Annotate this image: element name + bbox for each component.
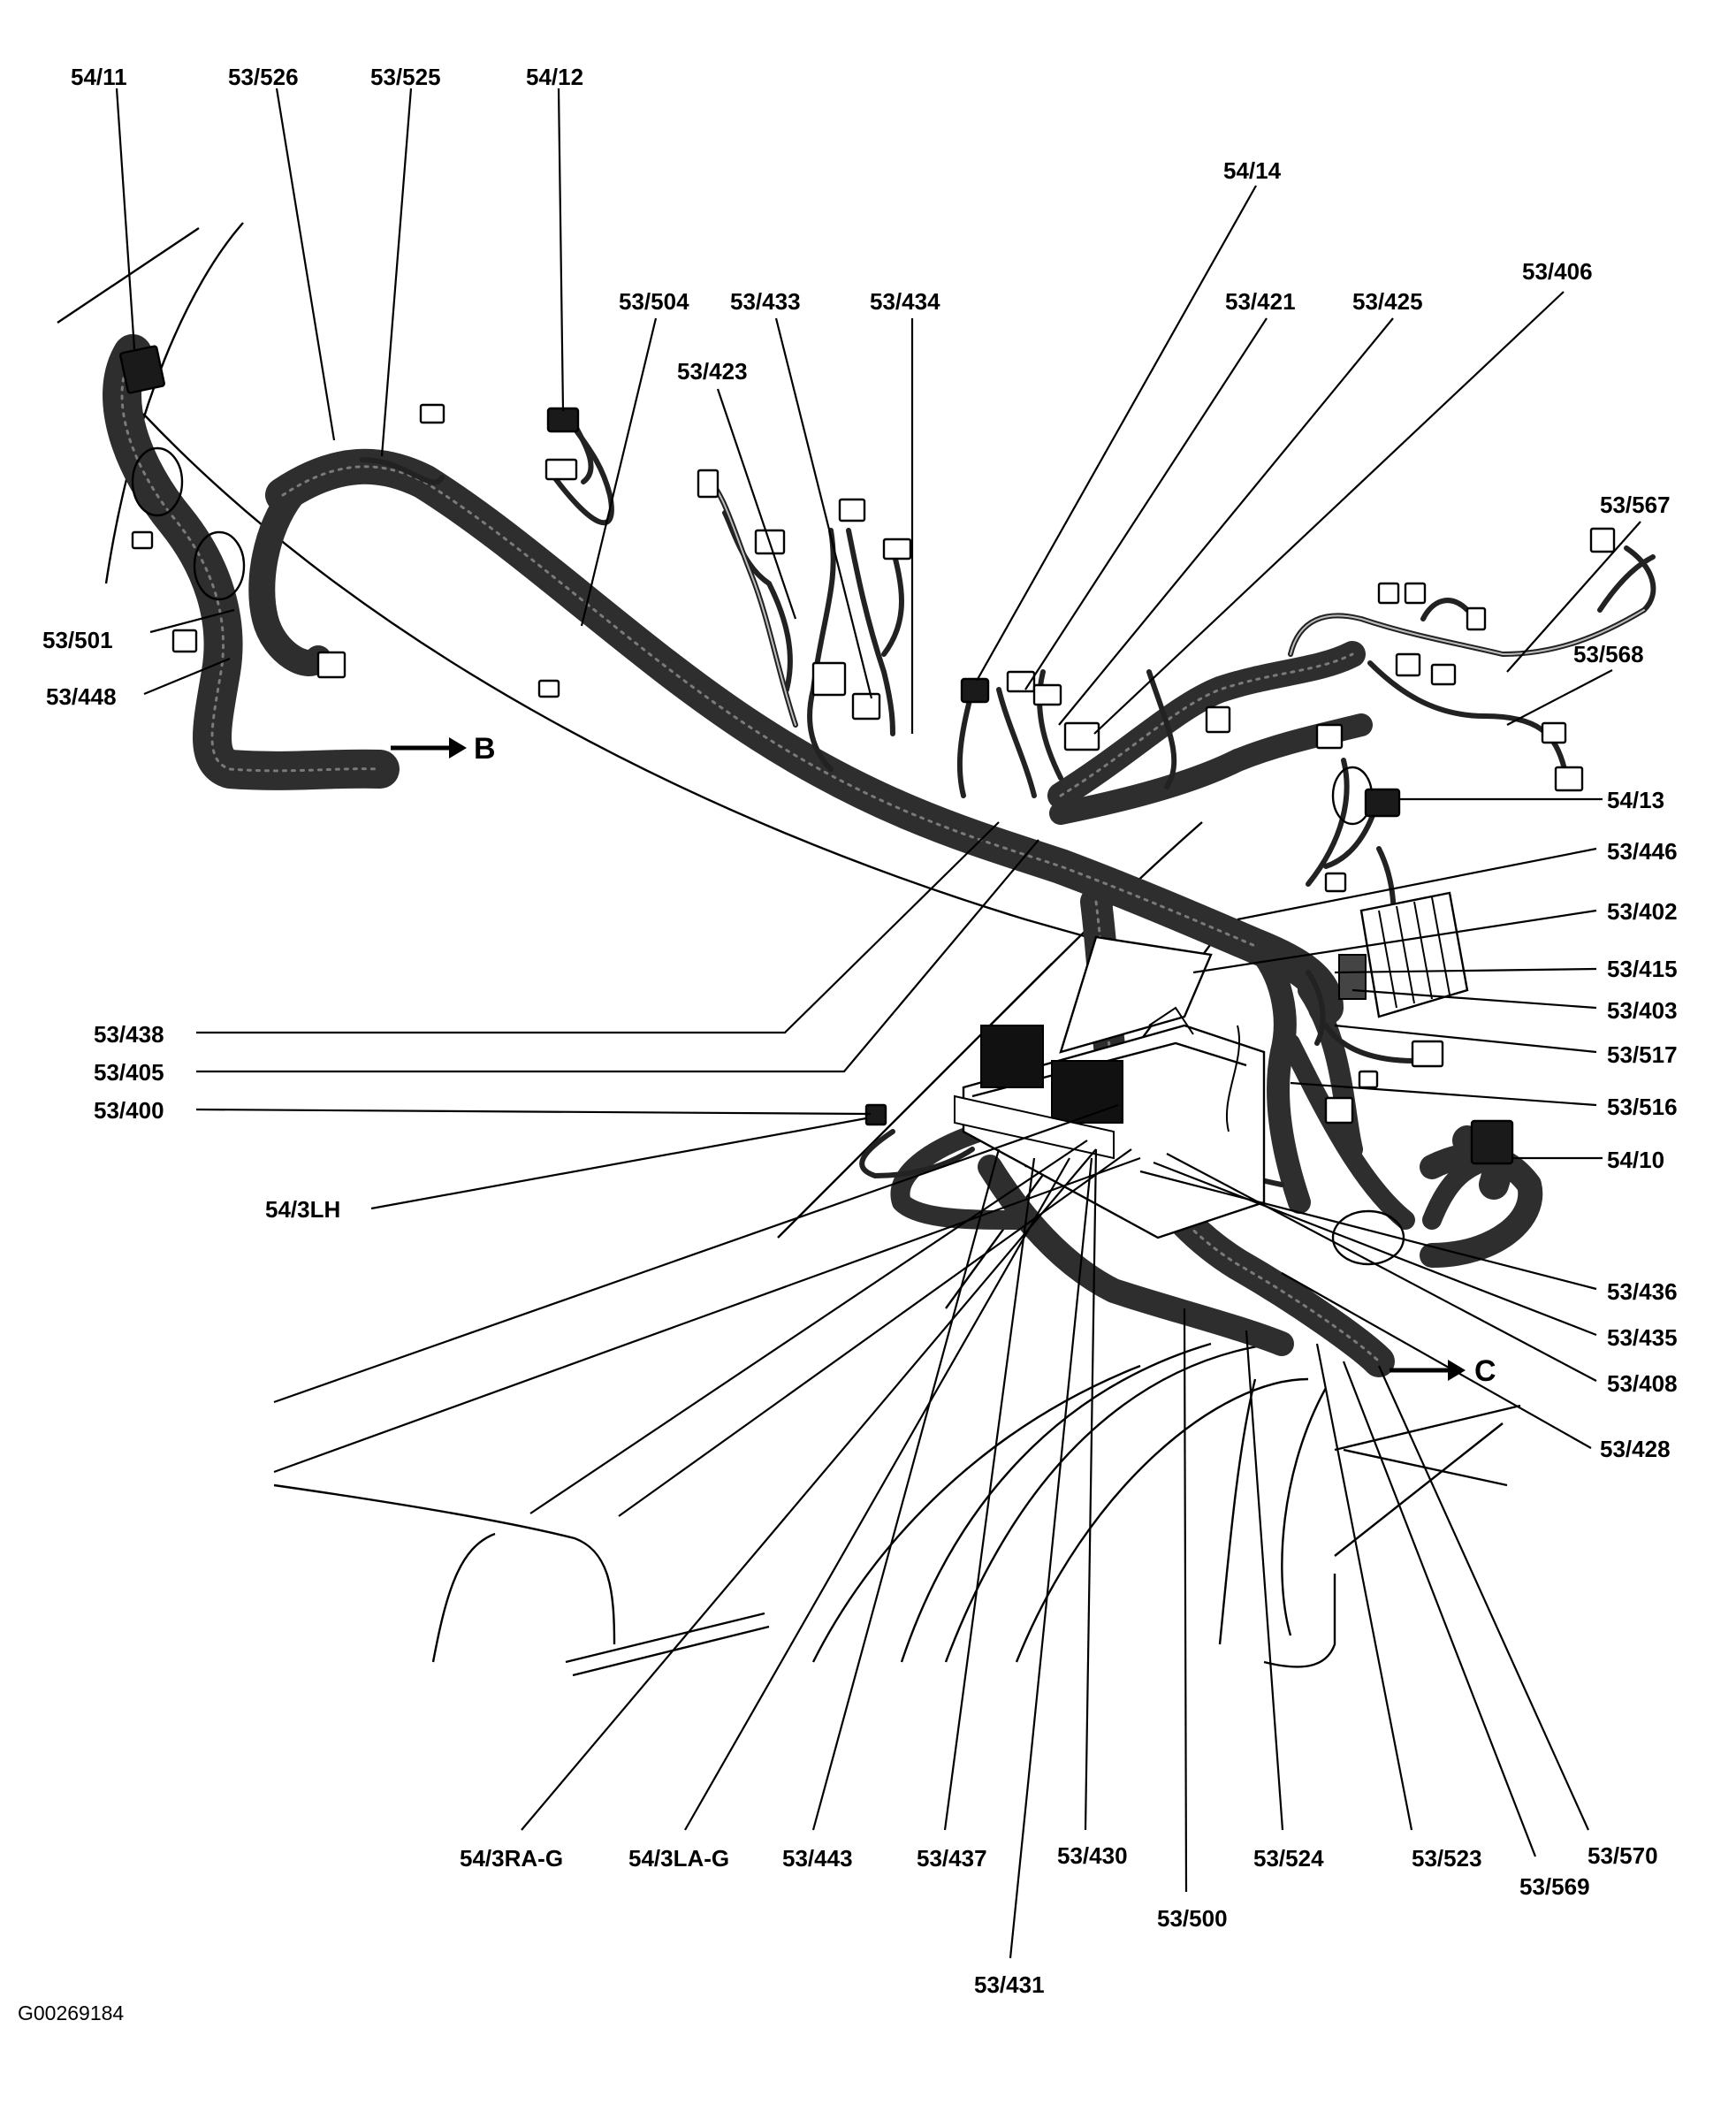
arrow-b-label: B bbox=[474, 732, 496, 766]
label-53-517: 53/517 bbox=[1607, 1041, 1678, 1068]
label-53-406: 53/406 bbox=[1522, 258, 1593, 285]
branch-wires bbox=[360, 413, 1656, 1187]
label-53-430: 53/430 bbox=[1057, 1842, 1128, 1869]
label-53-421: 53/421 bbox=[1225, 288, 1296, 315]
label-54-13: 54/13 bbox=[1607, 787, 1664, 813]
label-53-501: 53/501 bbox=[42, 627, 113, 653]
label-53-523: 53/523 bbox=[1412, 1845, 1482, 1872]
label-53-428: 53/428 bbox=[1600, 1436, 1671, 1462]
label-53-443: 53/443 bbox=[782, 1845, 853, 1872]
label-53-402: 53/402 bbox=[1607, 898, 1678, 925]
label-53-415: 53/415 bbox=[1607, 956, 1678, 982]
label-53-525: 53/525 bbox=[370, 64, 441, 90]
label-53-436: 53/436 bbox=[1607, 1278, 1678, 1305]
label-54-12: 54/12 bbox=[526, 64, 583, 90]
label-53-567: 53/567 bbox=[1600, 492, 1671, 518]
label-53-431: 53/431 bbox=[974, 1971, 1045, 1998]
label-53-405: 53/405 bbox=[94, 1059, 164, 1086]
label-53-500: 53/500 bbox=[1157, 1905, 1228, 1932]
arrow-c-label: C bbox=[1474, 1354, 1496, 1388]
label-53-425: 53/425 bbox=[1352, 288, 1423, 315]
label-53-434: 53/434 bbox=[870, 288, 940, 315]
label-53-400: 53/400 bbox=[94, 1097, 164, 1124]
label-53-446: 53/446 bbox=[1607, 838, 1678, 865]
label-53-433: 53/433 bbox=[730, 288, 801, 315]
label-53-569: 53/569 bbox=[1519, 1873, 1590, 1900]
label-54-3ra-g: 54/3RA-G bbox=[460, 1845, 563, 1872]
connectors bbox=[119, 345, 1616, 1165]
label-53-438: 53/438 bbox=[94, 1021, 164, 1048]
label-53-516: 53/516 bbox=[1607, 1094, 1678, 1120]
leader-lines bbox=[115, 88, 1641, 1959]
label-54-3la-g: 54/3LA-G bbox=[628, 1845, 729, 1872]
label-53-568: 53/568 bbox=[1573, 641, 1644, 667]
label-53-403: 53/403 bbox=[1607, 997, 1678, 1024]
label-53-423: 53/423 bbox=[677, 358, 748, 385]
diagram-id: G00269184 bbox=[18, 2001, 124, 2024]
label-53-526: 53/526 bbox=[228, 64, 299, 90]
relay-box bbox=[1338, 891, 1469, 1018]
label-53-570: 53/570 bbox=[1588, 1842, 1658, 1869]
label-53-408: 53/408 bbox=[1607, 1370, 1678, 1397]
arrow-b: B bbox=[391, 732, 496, 766]
label-54-11: 54/11 bbox=[71, 64, 127, 90]
label-53-524: 53/524 bbox=[1253, 1845, 1324, 1872]
component-labels: 54/11 53/526 53/525 54/12 54/14 53/504 5… bbox=[42, 64, 1678, 1998]
label-53-437: 53/437 bbox=[917, 1845, 987, 1872]
label-54-10: 54/10 bbox=[1607, 1147, 1664, 1173]
label-53-435: 53/435 bbox=[1607, 1324, 1678, 1351]
label-53-448: 53/448 bbox=[46, 683, 117, 710]
label-53-504: 53/504 bbox=[619, 288, 689, 315]
label-54-14: 54/14 bbox=[1223, 157, 1282, 184]
arrow-c: C bbox=[1390, 1354, 1496, 1388]
label-54-3lh: 54/3LH bbox=[265, 1196, 340, 1223]
